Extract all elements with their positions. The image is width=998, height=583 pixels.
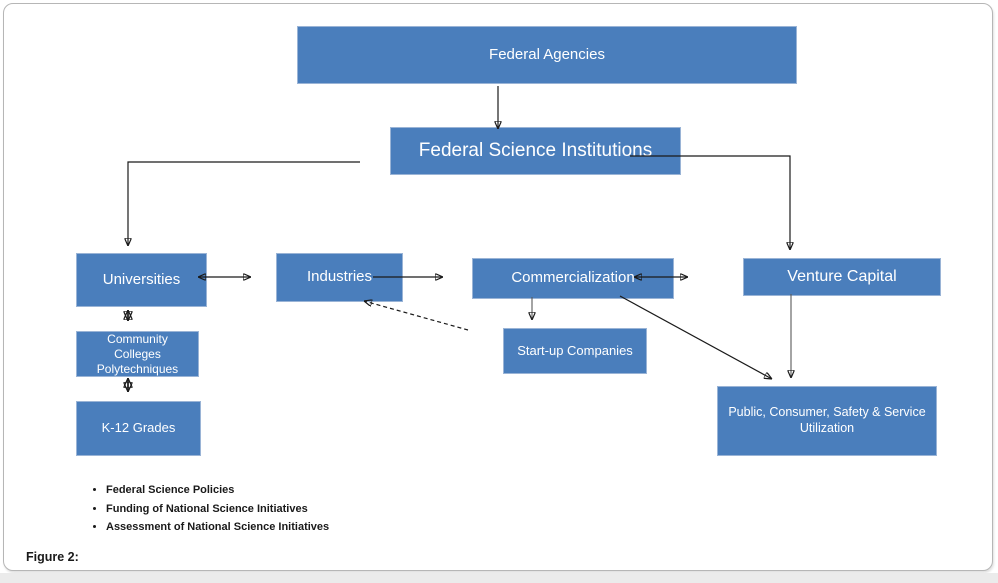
node-community-colleges: Community Colleges Polytechniques xyxy=(76,331,199,377)
policy-bullet-list: Federal Science Policies Funding of Nati… xyxy=(88,484,329,540)
node-federal-science-institutions: Federal Science Institutions xyxy=(390,127,681,175)
bullet-item: Funding of National Science Initiatives xyxy=(106,503,329,515)
node-commercialization: Commercialization xyxy=(472,258,674,299)
bullet-item: Assessment of National Science Initiativ… xyxy=(106,521,329,533)
node-k12-grades: K-12 Grades xyxy=(76,401,201,456)
figure-caption: Figure 2: xyxy=(26,550,79,564)
node-industries: Industries xyxy=(276,253,403,302)
node-startup-companies: Start-up Companies xyxy=(503,328,647,374)
bullet-item: Federal Science Policies xyxy=(106,484,329,496)
page-bottom-strip xyxy=(0,573,998,583)
figure-card: Federal Agencies Federal Science Institu… xyxy=(3,3,993,571)
node-public-utilization: Public, Consumer, Safety & Service Utili… xyxy=(717,386,937,456)
node-universities: Universities xyxy=(76,253,207,307)
node-venture-capital: Venture Capital xyxy=(743,258,941,296)
node-federal-agencies: Federal Agencies xyxy=(297,26,797,84)
